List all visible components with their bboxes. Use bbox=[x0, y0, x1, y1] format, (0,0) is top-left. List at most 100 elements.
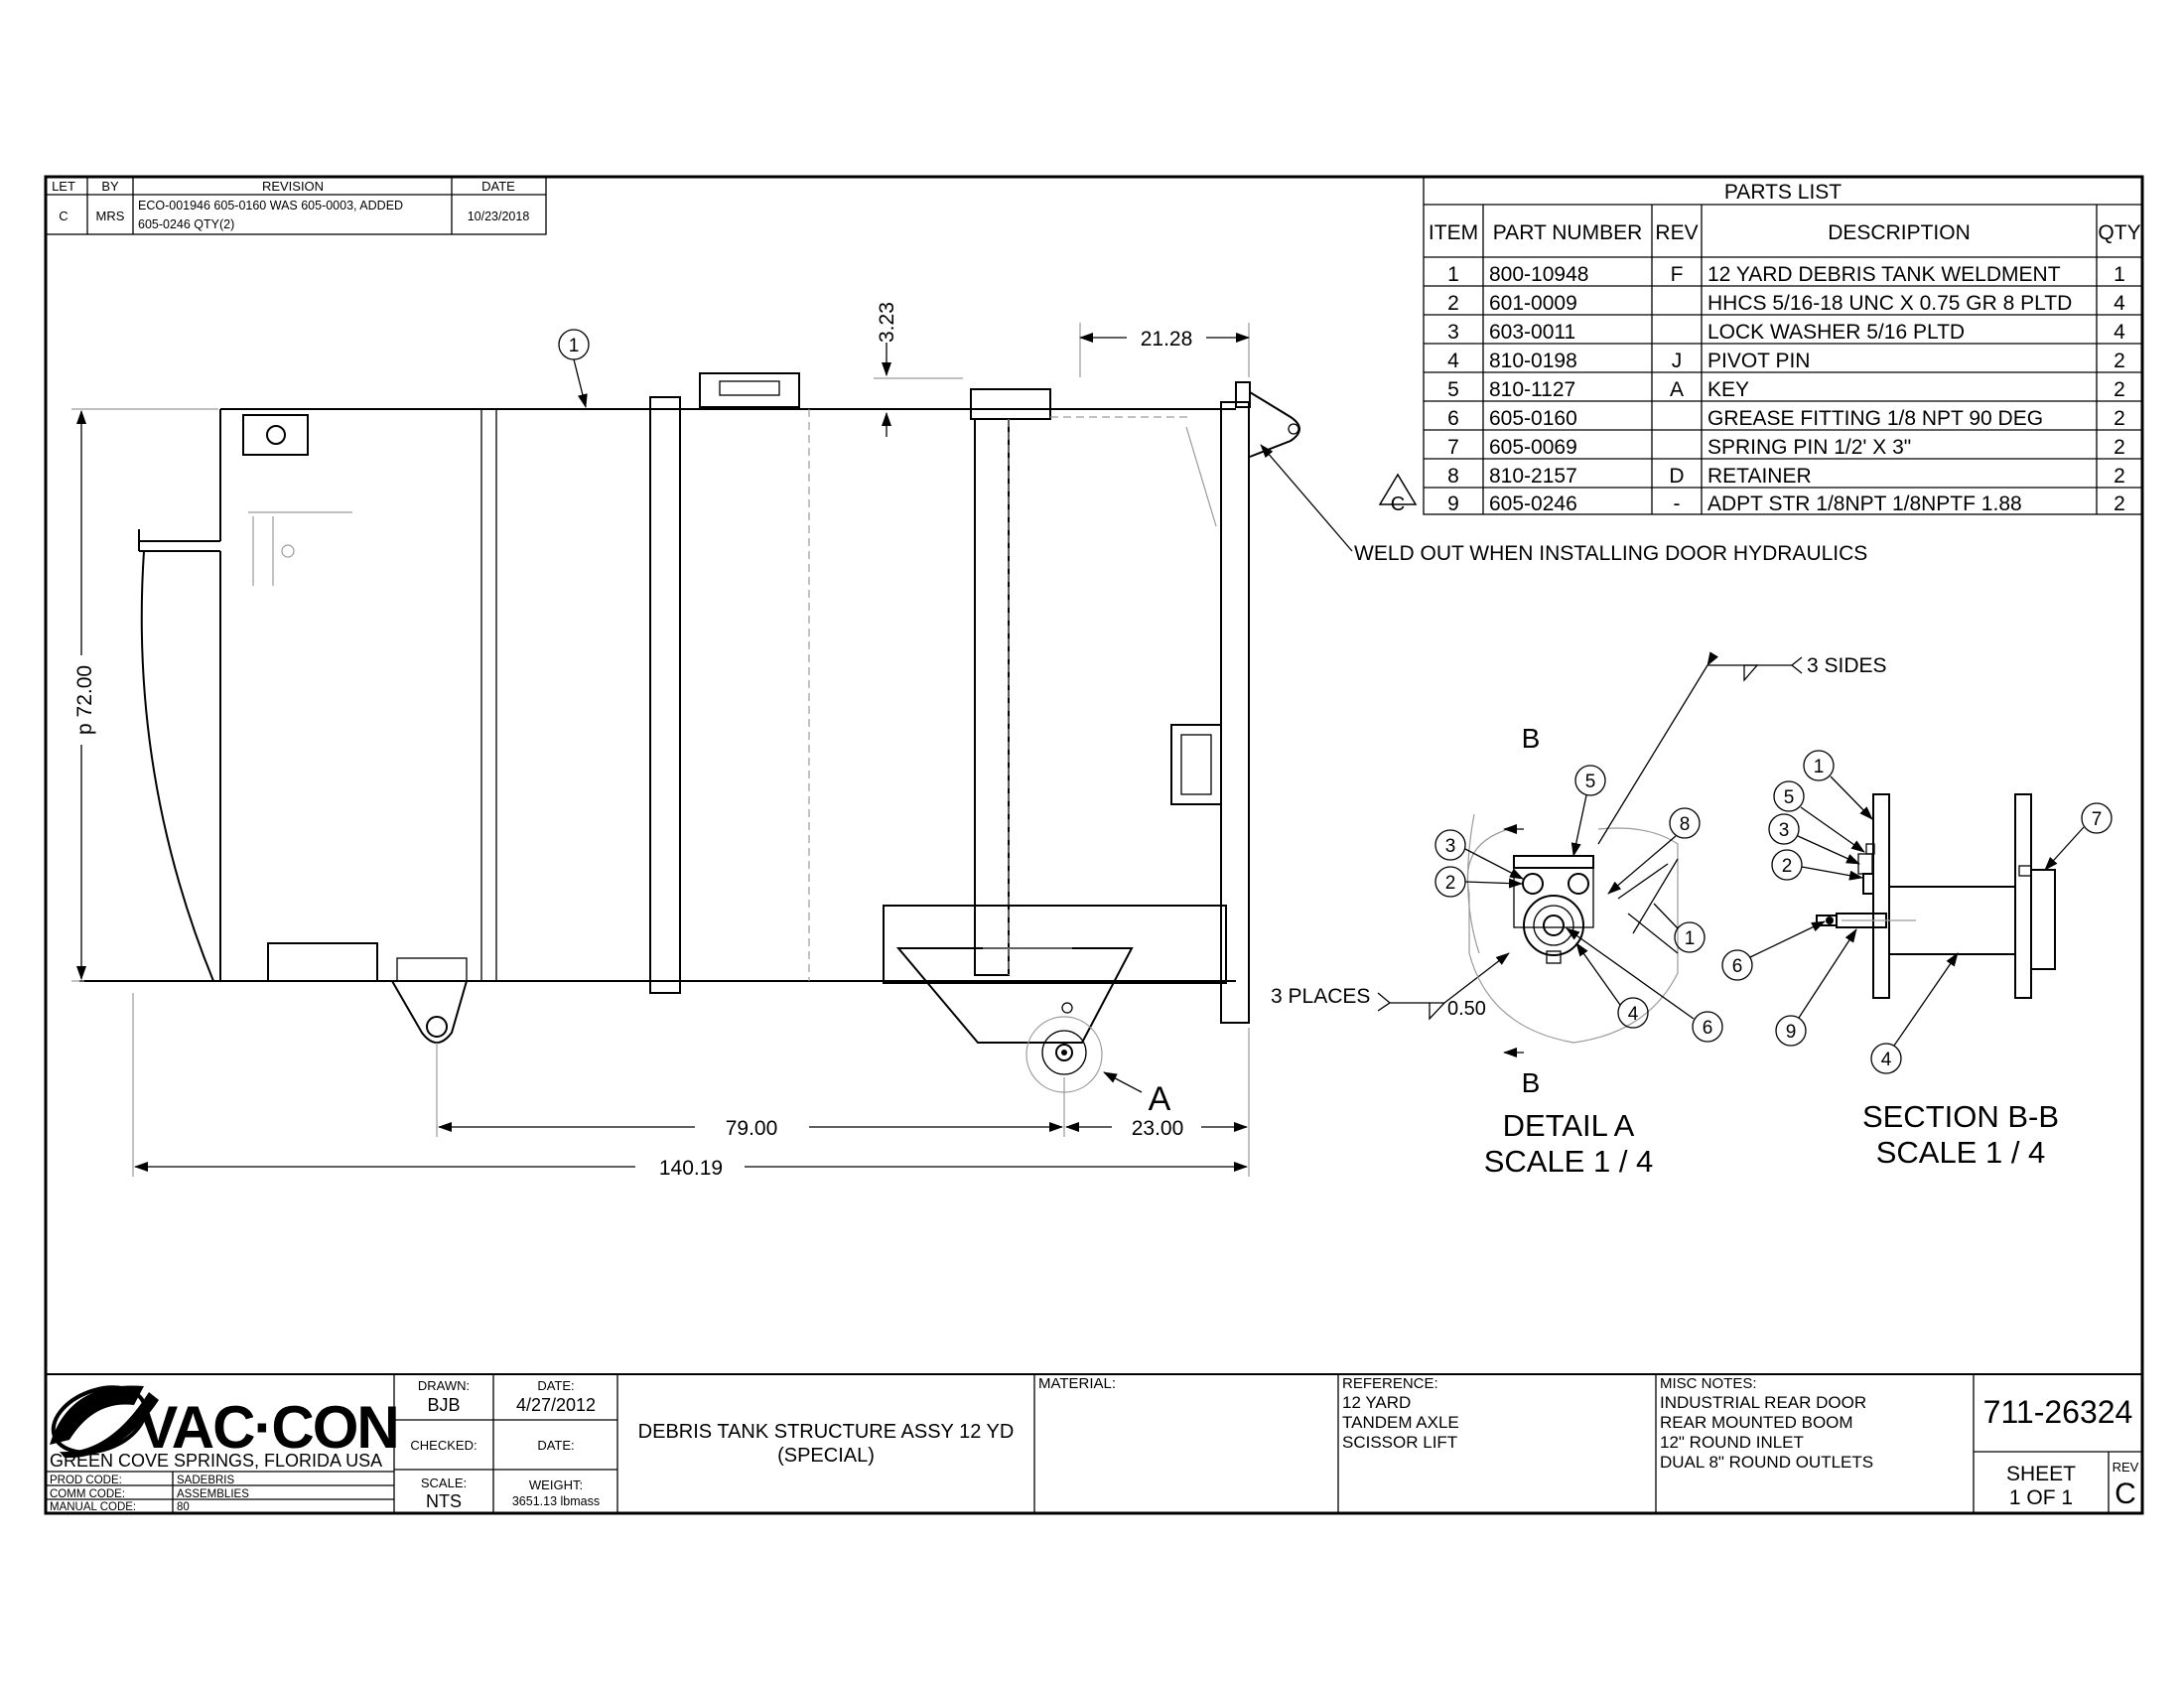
parts-cell-qty: 2 bbox=[2114, 350, 2125, 372]
main-dimensions: 1 3.23 21.28 p 72.00 79.00 23.00 140 bbox=[71, 302, 1867, 1180]
parts-header-desc: DESCRIPTION bbox=[1828, 221, 1971, 244]
detail-a-view: B B 3 SIDES 5 8 3 2 1 bbox=[1434, 651, 1887, 1179]
rev-row-by: MRS bbox=[96, 209, 125, 223]
drawn-label: DRAWN: bbox=[418, 1378, 470, 1393]
parts-cell-part: 605-0069 bbox=[1489, 436, 1577, 459]
drawing-title-line1: DEBRIS TANK STRUCTURE ASSY 12 YD bbox=[638, 1421, 1015, 1443]
parts-cell-rev: - bbox=[1674, 492, 1681, 515]
balloon-label: 3 bbox=[1779, 820, 1790, 841]
material-label: MATERIAL: bbox=[1038, 1375, 1116, 1392]
parts-header-rev: REV bbox=[1655, 221, 1698, 244]
parts-cell-desc: HHCS 5/16-18 UNC X 0.75 GR 8 PLTD bbox=[1707, 292, 2072, 315]
parts-cell-item: 7 bbox=[1447, 436, 1459, 459]
reference-line: TANDEM AXLE bbox=[1342, 1413, 1459, 1432]
company-logo-text: VAC·CON bbox=[138, 1394, 398, 1461]
parts-cell-desc: KEY bbox=[1707, 378, 1749, 401]
title-block: VAC·CON GREEN COVE SPRINGS, FLORIDA USA … bbox=[46, 1373, 2142, 1513]
revision-flag-triangle bbox=[1378, 473, 1418, 505]
parts-cell-qty: 4 bbox=[2114, 292, 2125, 315]
rev-row-text-2: 605-0246 QTY(2) bbox=[138, 217, 234, 231]
rev-header-date: DATE bbox=[481, 179, 515, 194]
balloon-4-section: 4 bbox=[1870, 952, 1959, 1074]
sheet-value: 1 OF 1 bbox=[2009, 1486, 2073, 1509]
drawing-number: 711-26324 bbox=[1983, 1394, 2133, 1430]
scale-value: NTS bbox=[426, 1491, 462, 1511]
parts-cell-part: 601-0009 bbox=[1489, 292, 1577, 315]
prod-code-label: PROD CODE: bbox=[50, 1475, 122, 1486]
parts-cell-rev: F bbox=[1671, 263, 1684, 286]
parts-list: PARTS LIST ITEM PART NUMBER REV DESCRIPT… bbox=[1378, 176, 2143, 515]
balloon-6-section: 6 bbox=[1721, 920, 1826, 981]
date-value: 4/27/2012 bbox=[516, 1395, 596, 1415]
rev-row-let: C bbox=[59, 209, 68, 223]
parts-cell-desc: RETAINER bbox=[1707, 465, 1812, 488]
dim-140-19: 140.19 bbox=[659, 1157, 723, 1180]
balloon-1-section: 1 bbox=[1803, 750, 1873, 820]
misc-note-line: INDUSTRIAL REAR DOOR bbox=[1660, 1393, 1866, 1412]
parts-cell-qty: 2 bbox=[2114, 492, 2125, 515]
parts-cell-qty: 2 bbox=[2114, 407, 2125, 430]
dim-3-23: 3.23 bbox=[876, 302, 898, 343]
parts-cell-qty: 2 bbox=[2114, 436, 2125, 459]
parts-cell-desc: LOCK WASHER 5/16 PLTD bbox=[1707, 321, 1965, 344]
section-bb-view: 1 5 3 2 7 6 9 bbox=[1721, 750, 2113, 1170]
balloon-label: 4 bbox=[1881, 1050, 1892, 1070]
revision-flag-letter: C bbox=[1391, 493, 1405, 515]
section-bb-title: SECTION B-B bbox=[1862, 1099, 2059, 1134]
weld-note: WELD OUT WHEN INSTALLING DOOR HYDRAULICS bbox=[1354, 542, 1867, 565]
comm-code-value: ASSEMBLIES bbox=[177, 1488, 249, 1500]
parts-cell-qty: 1 bbox=[2114, 263, 2125, 286]
parts-row: 9 605-0246 - ADPT STR 1/8NPT 1/8NPTF 1.8… bbox=[1447, 492, 2125, 515]
weld-size-0-50: 0.50 bbox=[1447, 998, 1486, 1020]
parts-cell-desc: 12 YARD DEBRIS TANK WELDMENT bbox=[1707, 263, 2061, 286]
rev-label: REV bbox=[2113, 1460, 2139, 1475]
section-bb-scale: SCALE 1 / 4 bbox=[1876, 1135, 2046, 1170]
section-marker-b-bottom: B bbox=[1522, 1067, 1541, 1098]
reference-label: REFERENCE: bbox=[1342, 1375, 1438, 1392]
parts-cell-rev: A bbox=[1670, 378, 1684, 401]
date-label: DATE: bbox=[537, 1378, 574, 1393]
balloon-5-detail: 5 bbox=[1570, 765, 1606, 857]
parts-cell-item: 6 bbox=[1447, 407, 1459, 430]
parts-cell-rev: D bbox=[1669, 465, 1684, 488]
balloon-label: 7 bbox=[2092, 809, 2103, 830]
dim-23-00: 23.00 bbox=[1132, 1117, 1184, 1140]
parts-cell-qty: 4 bbox=[2114, 321, 2125, 344]
parts-cell-item: 8 bbox=[1447, 465, 1459, 488]
balloon-label: 2 bbox=[1445, 873, 1456, 894]
rev-header-revision: REVISION bbox=[262, 179, 324, 194]
parts-cell-part: 603-0011 bbox=[1489, 321, 1575, 344]
parts-cell-part: 605-0160 bbox=[1489, 407, 1577, 430]
manual-code-label: MANUAL CODE: bbox=[50, 1501, 136, 1513]
balloon-4-detail: 4 bbox=[1575, 942, 1649, 1029]
detail-a-scale: SCALE 1 / 4 bbox=[1484, 1144, 1654, 1179]
balloon-1-detail: 1 bbox=[1653, 903, 1706, 953]
parts-cell-desc: PIVOT PIN bbox=[1707, 350, 1810, 372]
balloon-label: 1 bbox=[1685, 928, 1696, 949]
parts-cell-part: 810-2157 bbox=[1489, 465, 1577, 488]
detail-a-title: DETAIL A bbox=[1503, 1108, 1635, 1143]
parts-cell-qty: 2 bbox=[2114, 378, 2125, 401]
parts-row: 3 603-0011 LOCK WASHER 5/16 PLTD 4 bbox=[1447, 321, 2125, 344]
parts-header-qty: QTY bbox=[2098, 221, 2140, 244]
balloon-label: 2 bbox=[1782, 856, 1793, 877]
prod-code-value: SADEBRIS bbox=[177, 1475, 234, 1486]
detail-a-callout: A bbox=[1149, 1080, 1171, 1118]
company-location: GREEN COVE SPRINGS, FLORIDA USA bbox=[50, 1451, 382, 1471]
balloon-label: 1 bbox=[1814, 757, 1825, 777]
misc-note-line: DUAL 8" ROUND OUTLETS bbox=[1660, 1453, 1873, 1472]
scale-label: SCALE: bbox=[421, 1476, 467, 1490]
checked-date-label: DATE: bbox=[537, 1438, 574, 1453]
parts-cell-rev: J bbox=[1672, 350, 1683, 372]
balloon-label: 6 bbox=[1732, 956, 1743, 977]
parts-row: 1 800-10948 F 12 YARD DEBRIS TANK WELDME… bbox=[1447, 263, 2125, 286]
balloon-label: 5 bbox=[1585, 772, 1596, 792]
parts-row: 7 605-0069 SPRING PIN 1/2' X 3" 2 bbox=[1447, 436, 2125, 459]
reference-line: 12 YARD bbox=[1342, 1393, 1411, 1412]
rev-row-text-1: ECO-001946 605-0160 WAS 605-0003, ADDED bbox=[138, 199, 403, 212]
balloon-3-section: 3 bbox=[1768, 813, 1860, 865]
rev-value: C bbox=[2115, 1477, 2136, 1510]
parts-cell-part: 810-0198 bbox=[1489, 350, 1577, 372]
parts-cell-desc: GREASE FITTING 1/8 NPT 90 DEG bbox=[1707, 407, 2043, 430]
